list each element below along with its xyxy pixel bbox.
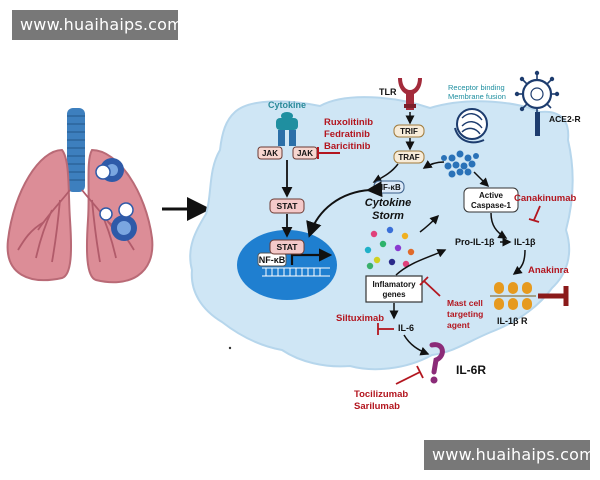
mast-cell-inhibition-line	[423, 280, 441, 297]
watermark-bottom: www.huaihaips.com	[424, 440, 595, 470]
tocilizumab-label: Tocilizumab	[354, 389, 408, 400]
caspase-cluster-icon	[441, 150, 479, 178]
inflammatory-genes-line2: genes	[382, 290, 406, 299]
jak-left-box	[257, 146, 283, 160]
il6-label: IL-6	[398, 323, 414, 333]
jak-inhibitor-baricitinib: Baricitinib	[324, 141, 371, 152]
canakinumab-inhibition-line	[533, 205, 541, 221]
traf-label: TRAF	[398, 153, 419, 162]
stat-box-2	[269, 239, 305, 255]
cytokine-label: Cytokine	[268, 100, 306, 110]
receptor-binding-line2: Membrane fusion	[448, 92, 506, 101]
siltuximab-label: Siltuximab	[336, 313, 384, 324]
membrane-fusion-icon	[454, 108, 488, 144]
pro-il1b-label: Pro-IL-1β	[455, 237, 495, 247]
virus-icon	[514, 70, 560, 114]
tocilizumab-inhibition-line	[395, 371, 421, 385]
tlr-icon	[398, 78, 422, 110]
stat-label-1: STAT	[277, 201, 299, 211]
trif-label: TRIF	[400, 127, 418, 136]
inflammatory-genes-box	[365, 275, 423, 303]
dna-strand	[262, 267, 330, 277]
mast-cell-line2: targeting	[447, 309, 483, 319]
cytokine-receptor-icon	[276, 112, 298, 146]
mast-cell-line3: agent	[447, 320, 470, 330]
nfkb-nucleus-label: NF-κB	[259, 255, 286, 265]
nfkb-stat-arrow	[306, 181, 383, 238]
stat-box-1	[269, 198, 305, 214]
anakinra-label: Anakinra	[528, 265, 569, 276]
sarilumab-label: Sarilumab	[354, 401, 400, 412]
cytokine-dots-icon	[364, 226, 415, 270]
jak-inhibitor-fedratinib: Fedratinib	[324, 129, 370, 140]
mast-cell-line1: Mast cell	[447, 298, 483, 308]
ace2-receptor-icon	[535, 112, 540, 136]
receptor-binding-line1: Receptor binding	[448, 83, 505, 92]
lungs-icon	[6, 108, 154, 284]
jak-inhibitor-ruxolitinib: Ruxolitinib	[324, 117, 373, 128]
caspase-line2: Caspase-1	[471, 201, 512, 210]
nfkb-label: NF-κB	[377, 183, 401, 192]
cytokine-storm-line2: Storm	[372, 210, 404, 222]
ace2-label: ACE2-R	[549, 114, 581, 124]
canakinumab-label: Canakinumab	[514, 193, 576, 204]
inflammatory-genes-line1: Inflamatory	[372, 280, 416, 289]
il1br-label: IL-1β R	[497, 316, 528, 326]
watermark-top: www.huaihaips.com	[12, 10, 183, 40]
transcription-arrow	[290, 248, 333, 265]
il6-receptor-icon	[429, 342, 445, 384]
jak-right-label: JAK	[297, 149, 313, 158]
tlr-label: TLR	[379, 87, 397, 97]
caspase-line1: Active	[479, 191, 504, 200]
stat-label-2: STAT	[277, 242, 299, 252]
il1b-label: IL-1β	[514, 237, 536, 247]
nucleus	[237, 230, 337, 300]
caspase-box	[463, 187, 519, 213]
il6r-label: IL-6R	[456, 363, 486, 377]
jak-left-label: JAK	[262, 149, 278, 158]
traf-box	[393, 150, 425, 164]
trif-box	[393, 124, 425, 138]
il1-receptor-icon	[490, 282, 536, 310]
cytokine-storm-line1: Cytokine	[365, 197, 411, 209]
